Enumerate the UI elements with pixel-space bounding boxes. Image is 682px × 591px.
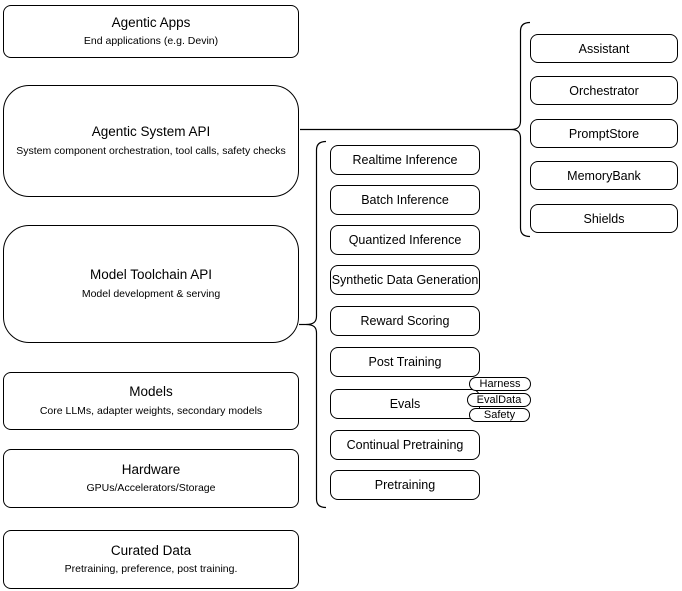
box-subtitle: Pretraining, preference, post training. [64,563,238,576]
box-subtitle: End applications (e.g. Devin) [83,35,219,48]
toolchain-brace [305,140,327,509]
toolchain-item-reward-scoring: Reward Scoring [330,306,480,336]
box-models: Models Core LLMs, adapter weights, secon… [3,372,299,430]
box-hardware: Hardware GPUs/Accelerators/Storage [3,449,299,508]
toolchain-item-batch-inference: Batch Inference [330,185,480,215]
box-model-toolchain-api: Model Toolchain API Model development & … [3,225,299,343]
components-brace [510,21,531,238]
box-title: Models [129,384,173,400]
box-title: Model Toolchain API [89,267,213,283]
component-memorybank: MemoryBank [530,161,678,190]
box-agentic-system-api: Agentic System API System component orch… [3,85,299,197]
component-promptstore: PromptStore [530,119,678,148]
box-subtitle: GPUs/Accelerators/Storage [86,482,216,495]
box-curated-data: Curated Data Pretraining, preference, po… [3,530,299,589]
box-title: Agentic Apps [111,14,191,30]
toolchain-item-quantized-inference: Quantized Inference [330,225,480,255]
component-shields: Shields [530,204,678,233]
evals-tag-safety: Safety [469,408,530,422]
box-title: Curated Data [110,542,192,558]
toolchain-item-continual-pretraining: Continual Pretraining [330,430,480,460]
box-subtitle: System component orchestration, tool cal… [16,144,286,157]
toolchain-item-pretraining: Pretraining [330,470,480,500]
component-orchestrator: Orchestrator [530,76,678,105]
box-subtitle: Core LLMs, adapter weights, secondary mo… [39,404,263,417]
toolchain-item-evals: Evals [330,389,480,419]
component-assistant: Assistant [530,34,678,63]
toolchain-item-synthetic-data-generation: Synthetic Data Generation [330,265,480,295]
box-subtitle: Model development & serving [81,287,221,300]
box-title: Agentic System API [91,124,211,140]
evals-tag-evaldata: EvalData [467,393,531,407]
evals-tag-harness: Harness [469,377,531,391]
toolchain-item-post-training: Post Training [330,347,480,377]
box-title: Hardware [121,461,181,477]
box-agentic-apps: Agentic Apps End applications (e.g. Devi… [3,5,299,58]
toolchain-item-realtime-inference: Realtime Inference [330,145,480,175]
